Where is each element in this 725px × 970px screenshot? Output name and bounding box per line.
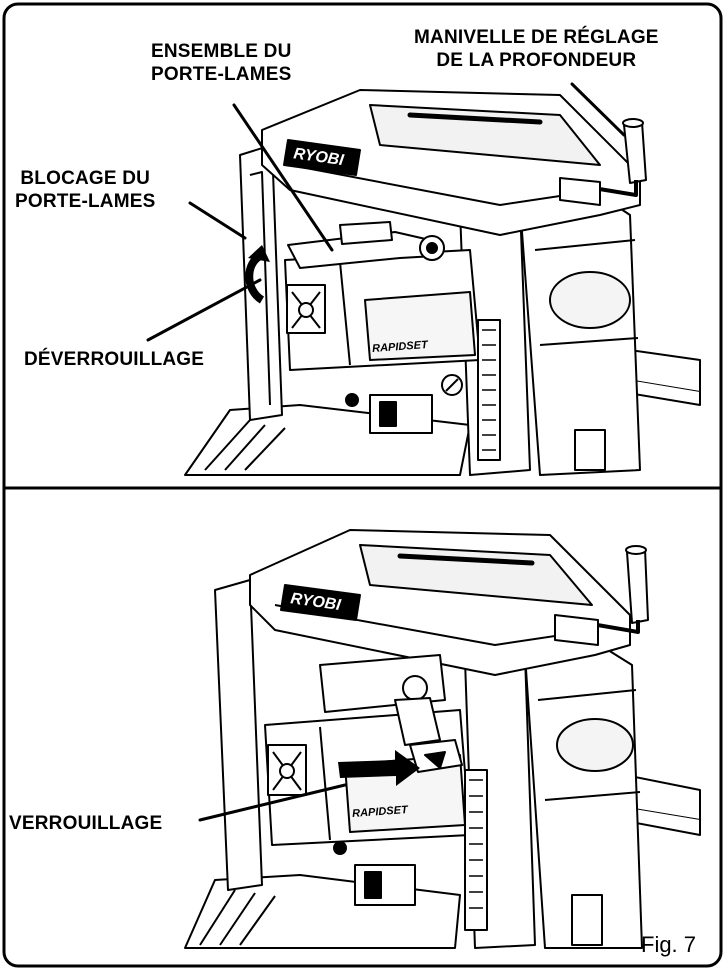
lock-push-arrow: [338, 750, 420, 786]
bottom-brand: RYOBI: [289, 590, 342, 614]
label-blade-holder-assembly: ENSEMBLE DU PORTE-LAMES: [151, 40, 292, 86]
planer-bottom-illustration: [184, 529, 701, 949]
top-brand: RYOBI: [292, 145, 345, 169]
planer-top-illustration: [184, 89, 701, 476]
label-depth-crank: MANIVELLE DE RÉGLAGE DE LA PROFONDEUR: [414, 26, 659, 72]
bottom-badge: RAPIDSET: [352, 804, 410, 820]
label-line: PORTE-LAMES: [151, 64, 292, 85]
left-column: [214, 579, 263, 891]
depth-scale: [464, 769, 488, 931]
label-line: DE LA PROFONDEUR: [436, 50, 637, 71]
label-line: MANIVELLE DE RÉGLAGE: [414, 27, 659, 48]
lock-leader-line: [198, 783, 347, 822]
label-blade-holder-lock: BLOCAGE DU PORTE-LAMES: [15, 167, 155, 213]
unlock-rotation-arrow: [245, 245, 270, 304]
label-unlock: DÉVERROUILLAGE: [24, 349, 205, 370]
depth-crank-handle: [626, 548, 649, 624]
figure-label: Fig. 7: [641, 932, 697, 957]
label-line: PORTE-LAMES: [15, 191, 156, 212]
top-leader-lines: [146, 82, 626, 342]
label-line: BLOCAGE DU: [20, 168, 151, 189]
top-badge: RAPIDSET: [372, 339, 430, 355]
label-line: ENSEMBLE DU: [151, 41, 292, 62]
label-lock: VERROUILLAGE: [9, 813, 163, 834]
